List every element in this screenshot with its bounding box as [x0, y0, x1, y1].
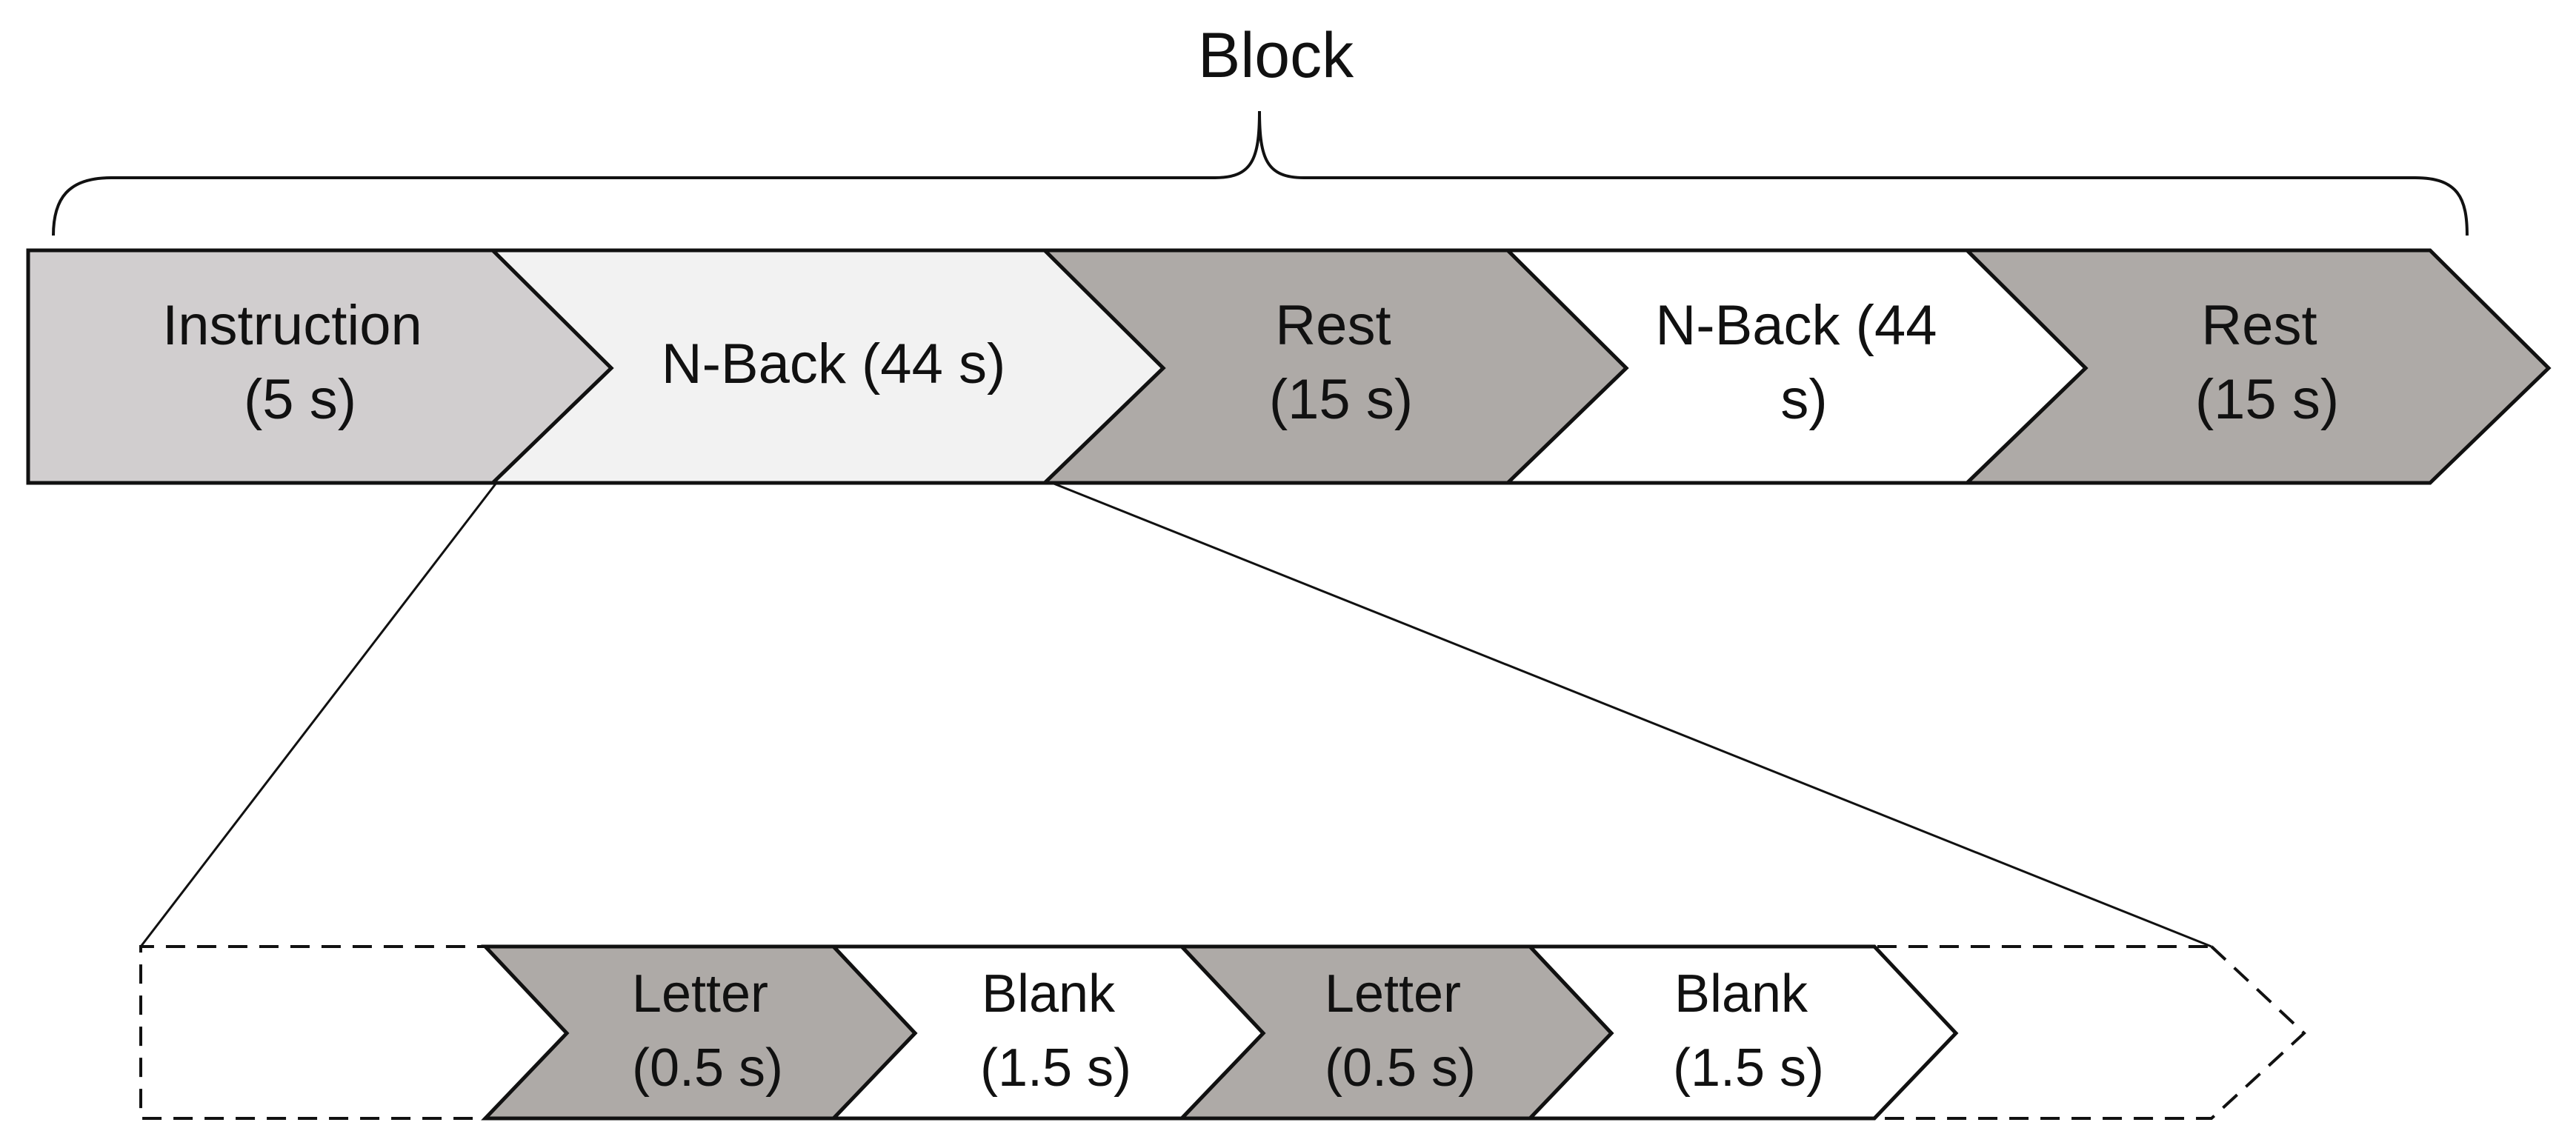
zoom-line-left [139, 482, 498, 947]
zoom-line-right [1051, 481, 2212, 948]
rest-2-label: Rest (15 s) [2195, 294, 2339, 431]
block-brace [52, 110, 2469, 236]
letter-1-segment [481, 944, 918, 1121]
block-title: Block [1198, 20, 1354, 91]
nback-2-label: N-Back (44 s) [1655, 294, 1952, 431]
letter-2-label: Letter (0.5 s) [1325, 964, 1476, 1098]
instruction-segment [26, 248, 614, 485]
blank-1-label: Blank (1.5 s) [980, 964, 1131, 1098]
blank-2-label: Blank (1.5 s) [1673, 964, 1824, 1098]
letter-1-label: Letter (0.5 s) [632, 964, 783, 1098]
instruction-label: Instruction (5 s) [162, 294, 438, 431]
rest-1-label: Rest (15 s) [1269, 294, 1413, 431]
nback-1-label: N-Back (44 s) [662, 333, 1006, 396]
